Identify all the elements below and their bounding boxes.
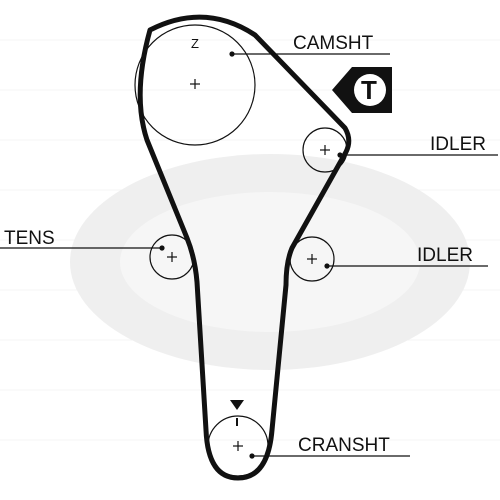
- watermark-logo: [70, 154, 470, 370]
- timing-belt: [137, 14, 352, 481]
- crankshaft-label: CRANSHT: [298, 435, 390, 456]
- down-triangle-icon: [230, 400, 244, 410]
- camshaft-label: CAMSHT: [293, 33, 374, 54]
- camshaft-mark: Z: [191, 36, 199, 51]
- tensioner-label: TENS: [4, 228, 55, 249]
- t-arrow-badge-icon: T: [332, 67, 392, 113]
- idler-lower-label: IDLER: [417, 245, 473, 266]
- pulley-centre-marks: [167, 79, 330, 451]
- idler-upper-label: IDLER: [430, 134, 486, 155]
- leader-lines: [0, 53, 498, 457]
- camshaft-pulley: [134, 24, 256, 146]
- tension-badge-letter: T: [361, 75, 377, 105]
